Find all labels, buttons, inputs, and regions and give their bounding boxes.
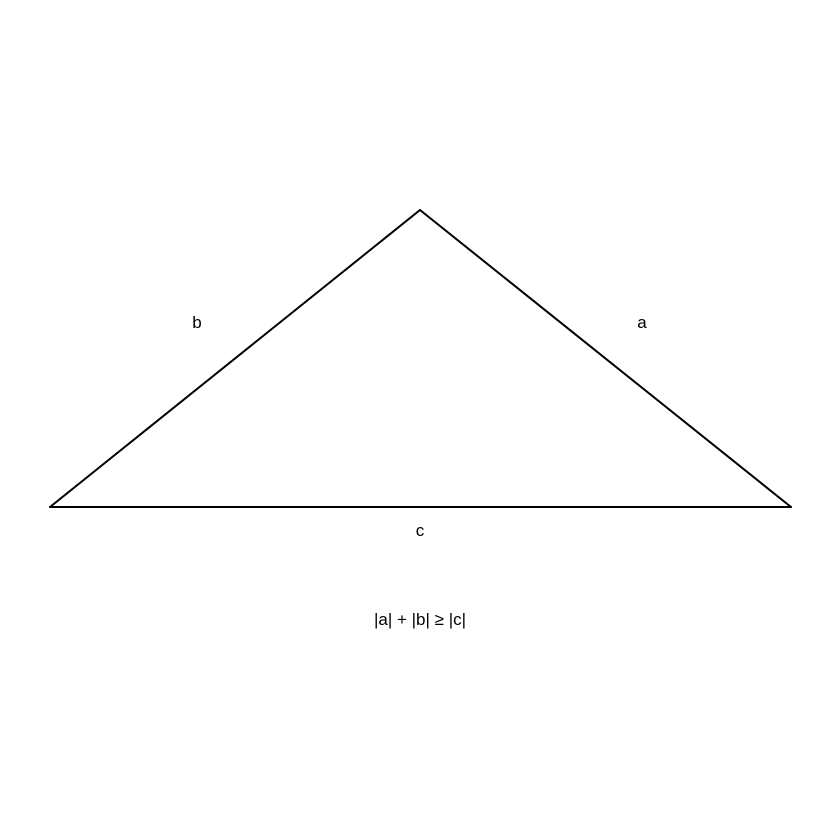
triangle-inequality-text: |a| + |b| ≥ |c| xyxy=(374,610,466,629)
side-c-label: c xyxy=(416,521,425,540)
side-b-line xyxy=(49,209,421,508)
side-a-label: a xyxy=(637,313,647,332)
side-b-label: b xyxy=(192,313,201,332)
side-a-line xyxy=(419,209,792,508)
